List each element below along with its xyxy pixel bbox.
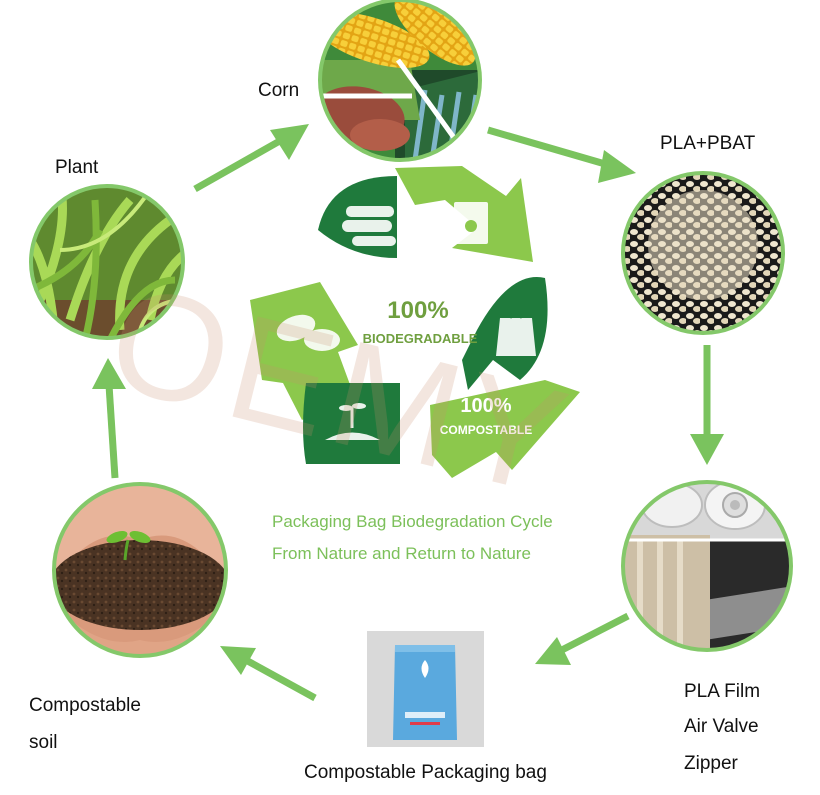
label-pla-pbat: PLA+PBAT [660, 133, 756, 154]
arrow-soil-to-plant [92, 358, 126, 479]
label-corn: Corn [258, 80, 300, 101]
pla-film-valve-zipper-photo [621, 480, 793, 652]
shopping-bag-icon [496, 310, 536, 356]
caption-line-2: From Nature and Return to Nature [272, 544, 531, 563]
arrow-bag-to-soil [220, 646, 317, 702]
arrow-pla-to-film [690, 345, 724, 465]
recycle-emblem: 100% BIODEGRADABLE 100% COMPOSTABLE [250, 166, 580, 478]
sprout-soil-icon [325, 403, 380, 440]
compostable-soil-photo [52, 482, 228, 658]
compostable-percent: 100% [460, 395, 511, 417]
compostable-label: COMPOSTABLE [440, 423, 532, 437]
label-compostable-bag: Compostable Packaging bag [304, 762, 547, 783]
arrow-film-to-bag [535, 612, 630, 665]
label-compostable: Compostable [29, 695, 141, 716]
cycle-arrows [92, 124, 724, 702]
compostable-bag-photo [367, 631, 484, 747]
pla-pbat-pellets-photo [621, 171, 785, 335]
potato-icon [276, 314, 340, 351]
plant-photo [29, 184, 185, 340]
biodegradable-label: BIODEGRADABLE [363, 331, 478, 346]
arrow-corn-to-pla [487, 126, 636, 183]
caption-line-1: Packaging Bag Biodegradation Cycle [272, 512, 553, 531]
label-pla-film: PLA Film [684, 681, 761, 702]
arrow-plant-to-corn [193, 124, 309, 193]
corn-photo [318, 0, 482, 162]
biodegradable-percent: 100% [387, 297, 448, 324]
bag-icon [454, 202, 488, 244]
label-plant: Plant [55, 157, 99, 178]
corn-cob-icon [342, 206, 396, 246]
label-air-valve: Air Valve [684, 716, 759, 737]
label-zipper: Zipper [684, 753, 738, 774]
label-soil: soil [29, 732, 58, 753]
